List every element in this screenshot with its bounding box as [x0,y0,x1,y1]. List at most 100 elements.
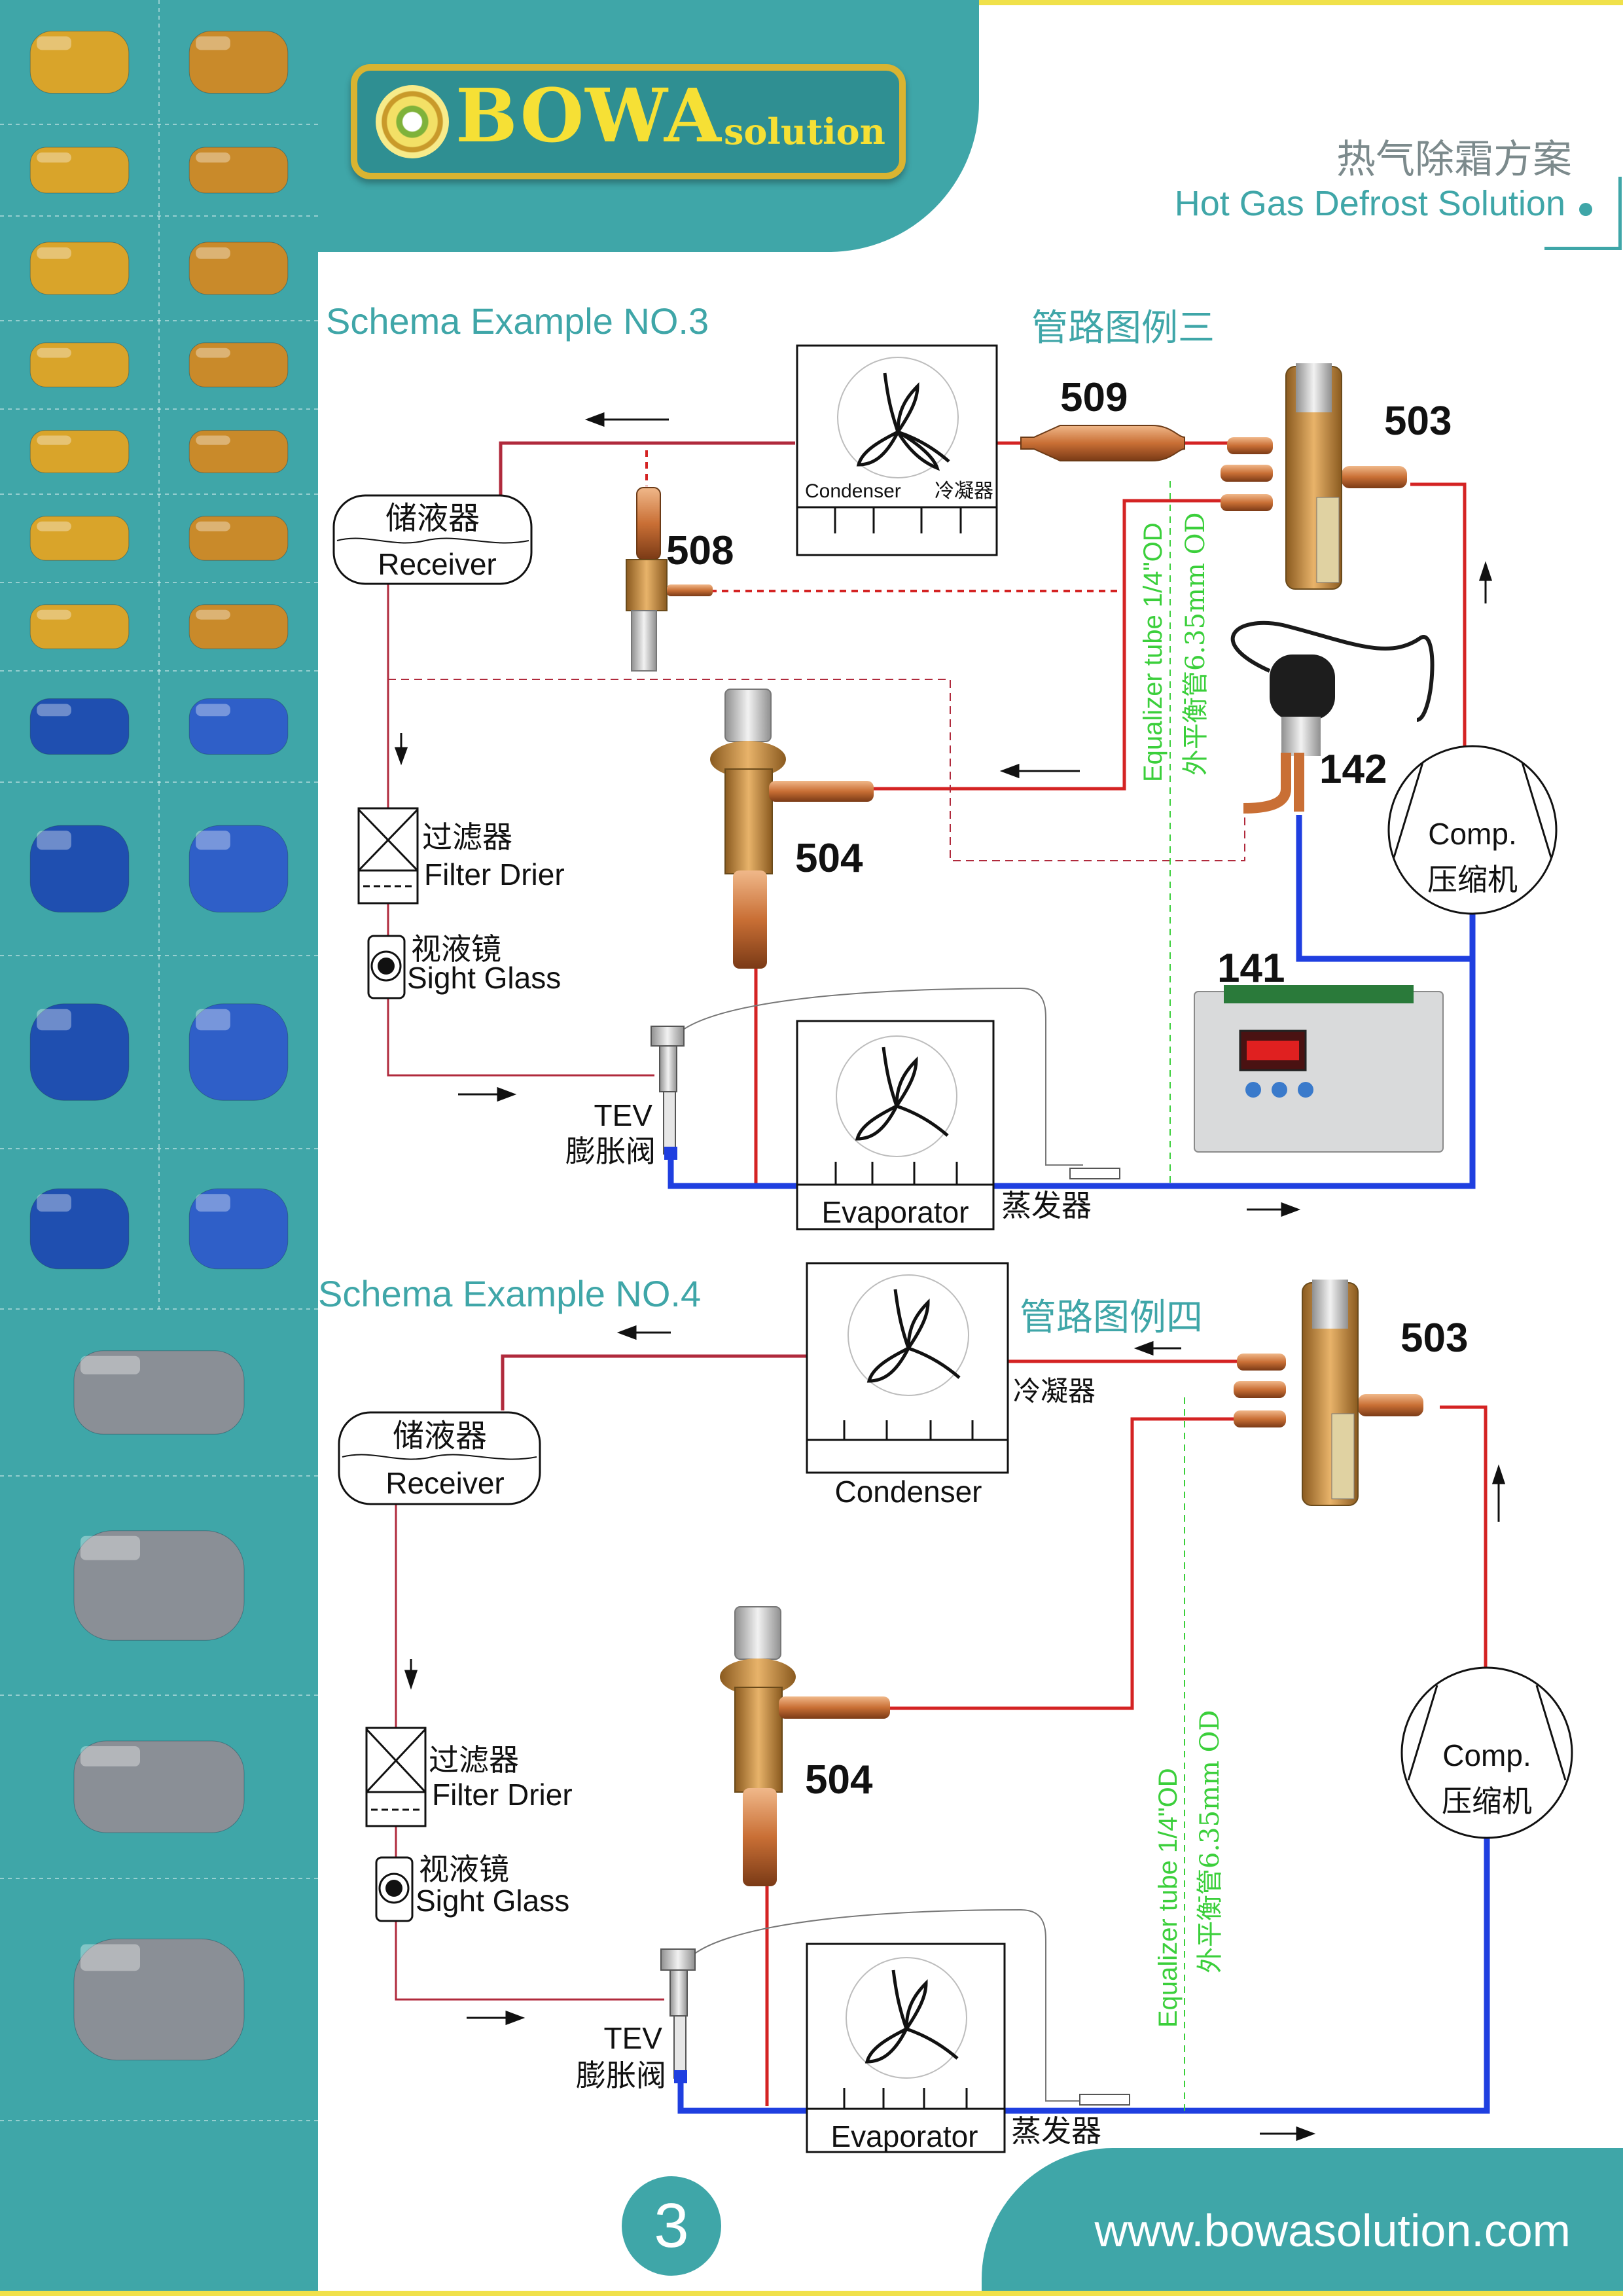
sidebar-thumb-ball-valve-pair [188,31,289,94]
schema3-suction-main [668,913,1476,1189]
schema3-condenser-to-receiver [499,441,795,495]
sidebar-thumb-filter-drier [29,242,130,295]
page-title-cn: 热气除霜方案 [1336,137,1572,183]
sidebar-thumb-check-valve [188,242,289,295]
title-dot-icon [1579,203,1592,216]
schema3-component-504: 504 [710,689,874,969]
schema3-component-503: 503 [1221,363,1452,590]
product-sidebar [0,0,318,2296]
sidebar-thumb-condensing-unit-frame [73,1740,245,1833]
schema4-compressor-label-cn: 压缩机 [1442,1784,1532,1819]
schema3-condenser: Condenser 冷凝器 [796,344,998,556]
page-title-en: Hot Gas Defrost Solution [1174,184,1565,223]
schema3-pilot-line-dash [388,679,1245,861]
schema3-compressor-discharge [1410,482,1467,746]
schema3-tev-label-cn: 膨胀阀 [565,1134,656,1169]
schema3-receiver: 储液器 Receiver [332,494,533,585]
product-thumbnail-grid [0,0,318,2121]
schema4-tev-label-en: TEV [604,2021,663,2055]
sidebar-thumb-liquid-receiver-vertical [188,825,289,913]
schema4-compressor-discharge [1440,1405,1488,1669]
title-bracket-decoration [1544,177,1622,250]
schema3-evaporator-fan-icon [855,1047,949,1141]
sidebar-thumb-oil-separator [29,698,130,755]
schema3-part-509: 509 [1060,375,1128,420]
schema3-tev-bulb [1069,1168,1120,1179]
schema4-receiver-label-cn: 储液器 [393,1418,487,1454]
schema4-sightglass-to-tev [395,1921,664,2001]
schema4-part-504: 504 [805,1757,873,1803]
schema3-receiver-label-cn: 储液器 [385,500,480,537]
schema3-equalizer-label-cn: 外平衡管6.35mm OD [1181,512,1211,776]
schema3-part-141: 141 [1217,946,1285,991]
page-number: 3 [654,2191,689,2261]
sidebar-thumb-hand-valve-gauge [188,430,289,473]
logo-brand-name: BOWA [455,73,722,159]
schema4-evaporator-label-en: Evaporator [830,2119,978,2153]
schema3-flow-arrows [394,412,1493,1217]
sidebar-thumb-shell-tube-exchanger [73,1530,245,1641]
sidebar-thumb-angle-valve [29,516,130,561]
sidebar-thumb-service-valve-gauge [188,604,289,649]
schema4-component-504: 504 [720,1606,890,1886]
schema3-sightglass-to-tev [387,998,654,1077]
sidebar-thumb-sight-glass [29,147,130,194]
website-link[interactable]: www.bowasolution.com [1094,2205,1571,2256]
schema4-tev-bulb [1079,2094,1130,2106]
schema4-equalizer-label-cn: 外平衡管6.35mm OD [1195,1710,1225,1974]
schema4-sight-glass: 视液镜 Sight Glass [375,1852,569,1922]
sidebar-thumb-shell-tube-condenser [73,1350,245,1435]
schema3-sight-glass: 视液镜 Sight Glass [367,931,561,999]
sidebar-thumb-condensing-unit-box [73,1939,245,2060]
schema4-condenser: Condenser 冷凝器 [806,1262,1096,1509]
schema4-hot-gas-to-504 [890,1417,1247,1710]
schema3-condenser-label-en: Condenser [805,480,901,502]
sidebar-thumb-angle-valve-gauge [188,516,289,561]
sidebar-thumb-liquid-receiver [29,825,130,913]
schema3-component-142: 142 [1230,620,1435,814]
schema3-hot-gas-to-504 [870,499,1243,791]
schema3-part-142: 142 [1319,747,1387,792]
schema3-pipes [387,441,1476,1189]
schema4-suction-main [677,1836,1490,2114]
schema3-receiver-label-en: Receiver [378,547,497,581]
bottom-accent-line [0,2291,1623,2296]
schema4-tev-label-cn: 膨胀阀 [576,2058,666,2093]
schema3-tev-capillary [677,987,1083,1166]
schema4-condenser-label-en: Condenser [834,1475,982,1509]
schema3-filter-label-en: Filter Drier [424,857,565,891]
logo-emblem-icon [376,85,449,158]
sidebar-thumb-heat-exchanger [29,1188,130,1270]
schema4-compressor-label-en: Comp. [1442,1738,1531,1772]
schema3-component-508: 508 [626,487,734,672]
schema4-tev: TEV 膨胀阀 [576,1948,696,2093]
schema4-sightglass-label-en: Sight Glass [416,1884,569,1918]
schema4-filter-label-cn: 过滤器 [429,1742,519,1778]
schema4-tev-capillary [690,1909,1083,2102]
schema3-condenser-label-cn: 冷凝器 [935,480,993,503]
schema3-filter-drier: 过滤器 Filter Drier [357,807,565,905]
schema3-component-509: 509 [1020,375,1185,461]
schema3-equalizer-label-en: Equalizer tube 1/4"OD [1139,522,1168,782]
schema4-condenser-to-receiver [501,1354,807,1410]
schema4-sightglass-label-cn: 视液镜 [419,1852,509,1887]
schema4-filter-label-en: Filter Drier [432,1778,573,1812]
schema3-evaporator-label-en: Evaporator [821,1195,969,1229]
schema3-evaporator-label-cn: 蒸发器 [1001,1188,1092,1223]
schema3-condenser-fan-icon [856,372,950,471]
schema3-component-141: 141 [1194,946,1444,1153]
schema4-flow-arrows [404,1325,1506,2142]
footer-band [982,2148,1623,2296]
schema4-title-en: Schema Example NO.4 [318,1273,702,1314]
schema3-title-cn: 管路图例三 [1031,307,1215,350]
schema4-condenser-label-cn: 冷凝器 [1013,1375,1096,1407]
schema3-compressor-label-en: Comp. [1428,817,1516,851]
schema4-filter-drier: 过滤器 Filter Drier [365,1727,573,1827]
schema3-evaporator: Evaporator 蒸发器 [796,1020,1092,1230]
schema3-part-508: 508 [666,528,734,573]
schema3-title-en: Schema Example NO.3 [326,300,709,342]
sidebar-thumb-accumulator [29,1003,130,1101]
brand-logo[interactable]: BOWA solution [351,64,906,179]
sidebar-thumb-oil-separator-horizontal [188,698,289,755]
